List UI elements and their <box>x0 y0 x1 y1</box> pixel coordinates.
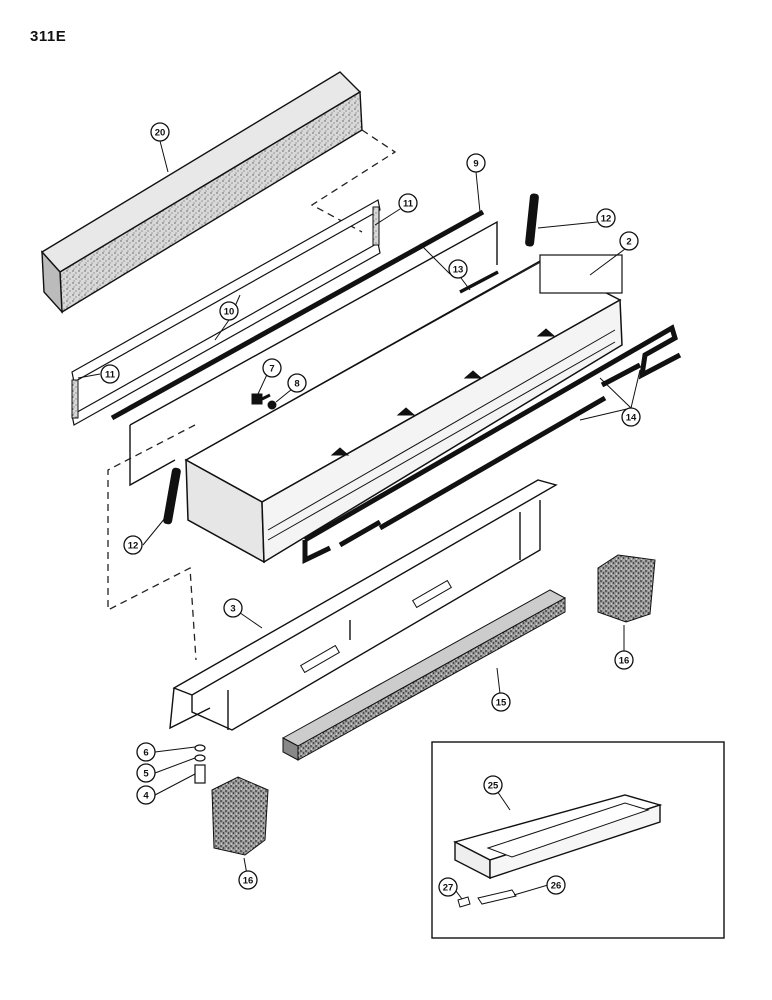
callout-27: 27 <box>438 877 458 897</box>
svg-text:11: 11 <box>403 199 414 210</box>
svg-text:4: 4 <box>143 791 149 802</box>
svg-text:16: 16 <box>243 876 254 887</box>
bolt-part-7 <box>251 393 271 405</box>
svg-text:5: 5 <box>143 769 149 780</box>
svg-text:27: 27 <box>443 883 454 894</box>
svg-text:15: 15 <box>496 698 507 709</box>
callout-2: 2 <box>619 231 639 251</box>
foam-block-part-16-right <box>597 554 656 623</box>
svg-text:9: 9 <box>473 159 478 170</box>
inset-box <box>431 741 725 939</box>
seal-strip-part-12-upper <box>525 193 539 247</box>
nut-part-8 <box>267 400 277 410</box>
callout-9: 9 <box>466 153 486 173</box>
gasket-part-13 <box>129 220 499 487</box>
svg-text:26: 26 <box>551 881 562 892</box>
callout-20: 20 <box>150 122 170 142</box>
assembly-dashed-lines <box>107 129 397 661</box>
svg-text:3: 3 <box>230 604 235 615</box>
callout-11-lower: 11 <box>100 364 120 384</box>
svg-text:20: 20 <box>155 128 166 139</box>
svg-text:7: 7 <box>269 364 274 375</box>
callout-5: 5 <box>136 763 156 783</box>
callout-14: 14 <box>621 407 641 427</box>
callout-16-left: 16 <box>238 870 258 890</box>
callout-26: 26 <box>546 875 566 895</box>
callout-10: 10 <box>219 301 239 321</box>
foam-strip-part-15 <box>281 589 567 761</box>
callout-11-upper: 11 <box>398 193 418 213</box>
filter-block-part-20 <box>40 71 363 314</box>
gasket-set-part-14 <box>302 324 682 564</box>
svg-text:25: 25 <box>488 781 499 792</box>
svg-text:14: 14 <box>626 413 637 424</box>
svg-text:11: 11 <box>105 370 116 381</box>
seal-strip-part-12-lower <box>163 467 181 525</box>
callout-3: 3 <box>223 598 243 618</box>
page-code: 311E <box>30 28 67 45</box>
callout-16-right: 16 <box>614 650 634 670</box>
callout-12-upper: 12 <box>596 208 616 228</box>
washer-part-6 <box>194 744 206 752</box>
callout-6: 6 <box>136 742 156 762</box>
washer-part-5 <box>194 754 206 762</box>
tray-part-25 <box>453 794 663 880</box>
svg-text:13: 13 <box>453 265 464 276</box>
svg-text:16: 16 <box>619 656 630 667</box>
nut-part-27 <box>457 896 471 908</box>
bracket-part-3 <box>169 479 558 731</box>
callout-7: 7 <box>262 358 282 378</box>
svg-text:6: 6 <box>143 748 148 759</box>
bolt-part-4 <box>194 764 206 784</box>
frame-part-10 <box>71 199 381 426</box>
callout-8: 8 <box>287 373 307 393</box>
callout-15: 15 <box>491 692 511 712</box>
svg-text:10: 10 <box>224 307 235 318</box>
svg-text:8: 8 <box>294 379 299 390</box>
svg-text:2: 2 <box>626 237 631 248</box>
clip-part-26 <box>477 889 517 905</box>
callout-13: 13 <box>448 259 468 279</box>
housing-part-2 <box>184 254 623 564</box>
callout-4: 4 <box>136 785 156 805</box>
callout-25: 25 <box>483 775 503 795</box>
gasket-strip-part-9 <box>110 209 485 421</box>
foam-block-part-16-left <box>211 776 269 856</box>
svg-text:12: 12 <box>128 541 139 552</box>
callout-12-lower: 12 <box>123 535 143 555</box>
svg-text:12: 12 <box>601 214 612 225</box>
